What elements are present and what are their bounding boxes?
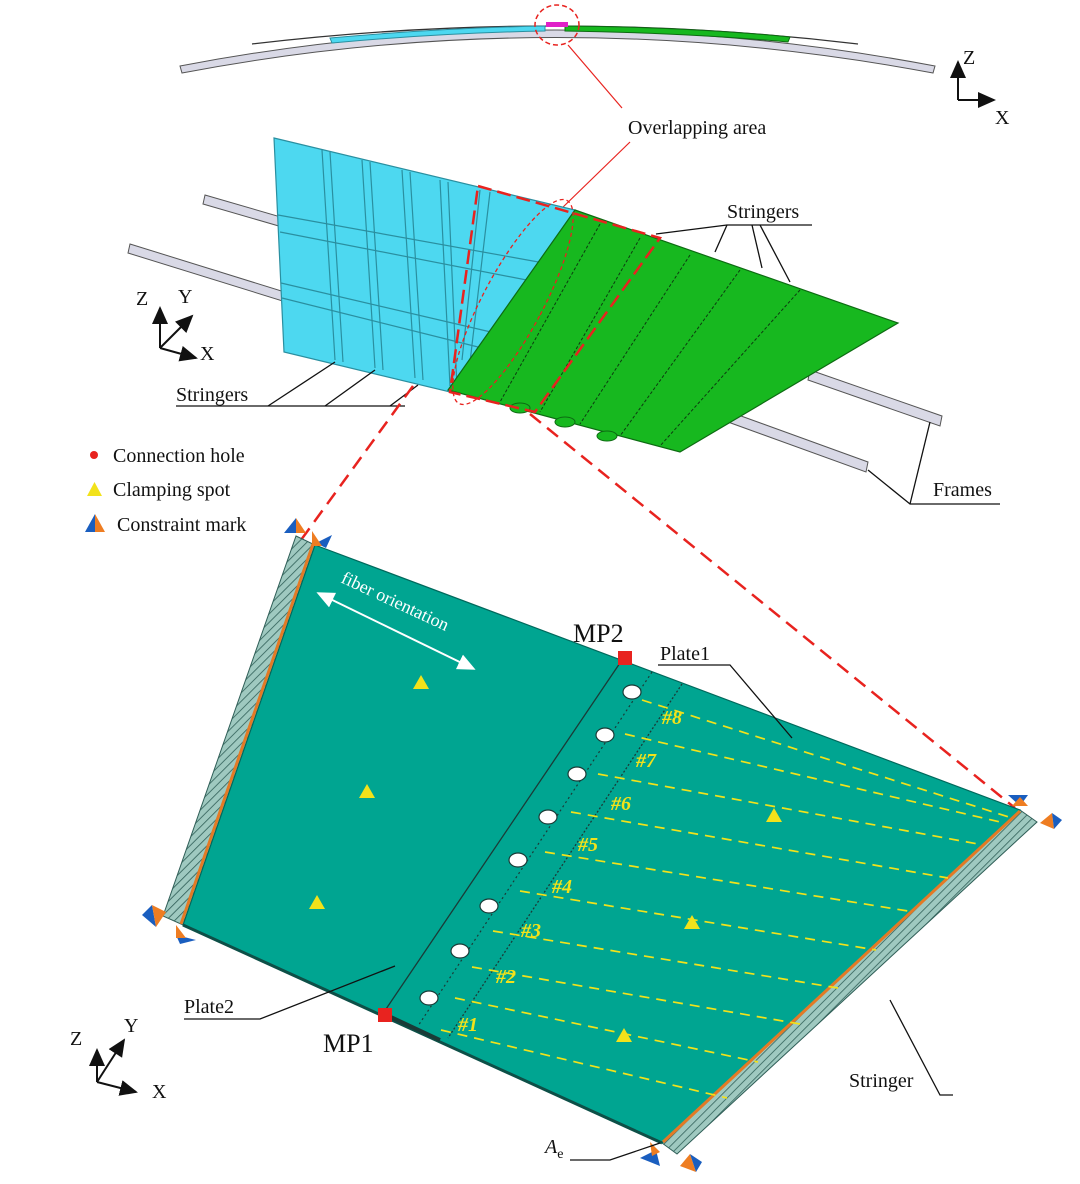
- axis-z-label: Z: [963, 47, 975, 69]
- stringer-bottom-label: Stringer: [849, 1070, 914, 1092]
- ae-label: Ae: [543, 1136, 563, 1162]
- legend: Connection hole Clamping spot Constraint…: [85, 445, 246, 536]
- bolt-rows: [440, 699, 1013, 1099]
- axis-y-label: Y: [124, 1015, 138, 1037]
- plate1-label: Plate1: [660, 643, 710, 665]
- overlap-circle-top: [534, 4, 580, 46]
- overlap-region-3d: [448, 184, 663, 414]
- plate2-edge: [383, 659, 623, 1013]
- axis-z-label: Z: [136, 288, 148, 310]
- frame-rod-3: [807, 369, 943, 427]
- mp1-label: MP1: [323, 1029, 374, 1058]
- plate1-edge: [447, 683, 683, 1039]
- bolt-label-8: #8: [661, 707, 682, 729]
- side-view: [179, 4, 936, 74]
- axis-x-label: X: [200, 343, 215, 365]
- bolt-label-6: #6: [610, 793, 631, 815]
- bolt-label-3: #3: [520, 920, 541, 942]
- bolt-label-2: #2: [495, 966, 516, 988]
- legend-constraint-mark: Constraint mark: [117, 514, 246, 536]
- bolt-label-5: #5: [577, 834, 598, 856]
- bolt-label-4: #4: [551, 876, 572, 898]
- mp2-marker: [618, 651, 632, 665]
- zoom-line-right: [529, 413, 1016, 809]
- clamping-spots: [309, 675, 782, 1042]
- constraint-marks: [142, 518, 1062, 1172]
- axes-top: Z X: [950, 47, 1010, 129]
- constraint-mark-symbol-orange: [95, 514, 105, 532]
- legend-clamping-spot: Clamping spot: [113, 479, 231, 501]
- axis-x-label: X: [152, 1081, 167, 1103]
- fiber-orientation-arrow: [316, 592, 476, 670]
- constraint-mark-symbol-blue: [85, 514, 95, 532]
- stringers-top-label: Stringers: [727, 201, 799, 223]
- overlap-ellipse: [452, 198, 574, 406]
- overlapping-area-label: Overlapping area: [628, 117, 766, 139]
- main-plate-view: #1 #2 #3 #4 #5 #6 #7 #8 fiber orientatio…: [142, 518, 1062, 1172]
- overlap-marker: [546, 22, 568, 27]
- axis-z-label: Z: [70, 1028, 82, 1050]
- bolt-label-7: #7: [635, 750, 657, 772]
- frames-label: Frames: [933, 479, 992, 501]
- stringers-left-label: Stringers: [176, 384, 248, 406]
- bolt-labels: #1 #2 #3 #4 #5 #6 #7 #8: [457, 707, 682, 1036]
- axis-y-label: Y: [178, 286, 192, 308]
- connection-holes: [419, 684, 642, 1006]
- axes-bottom: Z Y X: [70, 1015, 167, 1103]
- axes-mid: Z Y X: [136, 286, 215, 365]
- legend-connection-hole: Connection hole: [113, 445, 245, 467]
- connection-hole-symbol: [90, 451, 98, 459]
- plate2-label: Plate2: [184, 996, 234, 1018]
- mp2-label: MP2: [573, 619, 624, 648]
- panel-3d-view: [127, 137, 943, 473]
- axis-x-label: X: [995, 107, 1010, 129]
- mp1-marker: [378, 1008, 392, 1022]
- frame-rod-4: [727, 411, 869, 473]
- bolt-label-1: #1: [457, 1014, 478, 1036]
- clamping-spot-symbol: [87, 482, 102, 496]
- zoom-line-left: [299, 385, 415, 541]
